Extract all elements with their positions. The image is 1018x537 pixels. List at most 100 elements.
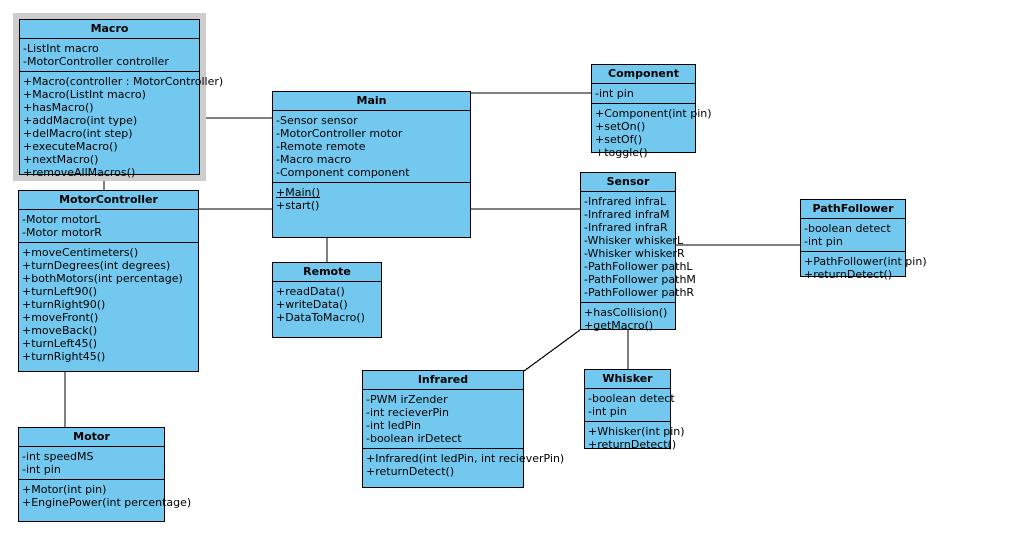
operation-line: +DataToMacro() xyxy=(276,311,365,324)
class-operations-infrared: +Infrared(int ledPin, int recieverPin) +… xyxy=(363,449,565,481)
class-operations-remote: +readData() +writeData() +DataToMacro() xyxy=(273,282,381,327)
class-attributes-sensor: -Infrared infraL -Infrared infraM -Infra… xyxy=(581,192,696,303)
attribute-line: -boolean detect xyxy=(804,222,891,235)
operation-line: +delMacro(int step) xyxy=(23,127,133,140)
attribute-line: -PathFollower pathR xyxy=(584,286,695,299)
operation-line: +getMacro() xyxy=(584,319,654,332)
operation-line: +bothMotors(int percentage) xyxy=(22,272,183,285)
attribute-line: -Macro macro xyxy=(276,153,352,166)
attribute-line: -boolean detect xyxy=(588,392,675,405)
attribute-line: -Sensor sensor xyxy=(276,114,358,127)
attribute-line: -PathFollower pathM xyxy=(584,273,696,286)
operation-line: +hasMacro() xyxy=(23,101,94,114)
attribute-line: -int ledPin xyxy=(366,419,422,432)
class-title-pathfollower: PathFollower xyxy=(801,200,905,219)
class-box-motorcontroller[interactable]: MotorController -Motor motorL -Motor mot… xyxy=(18,190,199,372)
class-box-infrared[interactable]: Infrared -PWM irZender -int recieverPin … xyxy=(362,370,565,488)
attribute-line: -int pin xyxy=(22,463,61,476)
attribute-line: -Remote remote xyxy=(276,140,366,153)
class-title-infrared: Infrared xyxy=(363,371,523,390)
attribute-line: -int pin xyxy=(595,87,634,100)
class-attributes-pathfollower: -boolean detect -int pin xyxy=(801,219,905,252)
operation-line: +moveCentimeters() xyxy=(22,246,139,259)
class-box-main[interactable]: Main -Sensor sensor -MotorController mot… xyxy=(272,91,471,238)
operation-line: +moveFront() xyxy=(22,311,99,324)
operation-line: +turnLeft45() xyxy=(22,337,98,350)
attribute-line: -int pin xyxy=(588,405,627,418)
operation-line: +Macro(ListInt macro) xyxy=(23,88,146,101)
class-title-whisker: Whisker xyxy=(585,370,670,389)
attribute-line: -Motor motorR xyxy=(22,226,102,239)
class-attributes-main: -Sensor sensor -MotorController motor -R… xyxy=(273,111,470,183)
attribute-line: -Infrared infraM xyxy=(584,208,670,221)
operation-line: +returnDetect() xyxy=(366,465,455,478)
class-title-main: Main xyxy=(273,92,470,111)
attribute-line: -Infrared infraR xyxy=(584,221,668,234)
class-title-sensor: Sensor xyxy=(581,173,675,192)
class-operations-component: +Component(int pin) +setOn() +setOf() +t… xyxy=(592,104,712,162)
class-title-component: Component xyxy=(592,65,695,84)
operation-line-static: +Main() xyxy=(276,186,321,199)
operation-line: +nextMacro() xyxy=(23,153,99,166)
operation-line: +returnDetect() xyxy=(588,438,677,451)
class-operations-motorcontroller: +moveCentimeters() +turnDegrees(int degr… xyxy=(19,243,198,366)
class-title-macro: Macro xyxy=(20,20,199,39)
attribute-line: -Motor motorL xyxy=(22,213,101,226)
class-operations-main: +Main() +start() xyxy=(273,183,470,215)
operation-line: +moveBack() xyxy=(22,324,98,337)
operation-line: +Whisker(int pin) xyxy=(588,425,685,438)
class-title-motor: Motor xyxy=(19,428,164,447)
class-box-whisker[interactable]: Whisker -boolean detect -int pin +Whiske… xyxy=(584,369,685,451)
class-box-component[interactable]: Component -int pin +Component(int pin) +… xyxy=(591,64,712,159)
operation-line: +removeAllMacros() xyxy=(23,166,136,179)
class-attributes-component: -int pin xyxy=(592,84,695,104)
class-box-pathfollower[interactable]: PathFollower -boolean detect -int pin +P… xyxy=(800,199,927,281)
operation-line: +readData() xyxy=(276,285,345,298)
operation-line: +turnRight90() xyxy=(22,298,106,311)
attribute-line: -boolean irDetect xyxy=(366,432,462,445)
attribute-line: -Infrared infraL xyxy=(584,195,667,208)
operation-line: +hasCollision() xyxy=(584,306,668,319)
operation-line: +writeData() xyxy=(276,298,348,311)
attribute-line: -int speedMS xyxy=(22,450,94,463)
class-box-motor[interactable]: Motor -int speedMS -int pin +Motor(int p… xyxy=(18,427,192,522)
operation-line: +toggle() xyxy=(595,146,648,159)
class-box-sensor[interactable]: Sensor -Infrared infraL -Infrared infraM… xyxy=(580,172,696,332)
attribute-line: -PathFollower pathL xyxy=(584,260,693,273)
attribute-line: -ListInt macro xyxy=(23,42,99,55)
class-operations-whisker: +Whisker(int pin) +returnDetect() xyxy=(585,422,685,454)
operation-line: +start() xyxy=(276,199,320,212)
operation-line: +setOf() xyxy=(595,133,643,146)
attribute-line: -PWM irZender xyxy=(366,393,448,406)
class-attributes-motor: -int speedMS -int pin xyxy=(19,447,164,480)
operation-line: +Component(int pin) xyxy=(595,107,712,120)
class-operations-macro: +Macro(controller : MotorController) +Ma… xyxy=(20,72,224,182)
attribute-line: -Component component xyxy=(276,166,410,179)
operation-line: +Motor(int pin) xyxy=(22,483,107,496)
edge-sensor-infrared xyxy=(523,329,581,372)
class-attributes-motorcontroller: -Motor motorL -Motor motorR xyxy=(19,210,198,243)
attribute-line: -int pin xyxy=(804,235,843,248)
operation-line: +addMacro(int type) xyxy=(23,114,138,127)
operation-line: +setOn() xyxy=(595,120,646,133)
class-title-remote: Remote xyxy=(273,263,381,282)
class-box-macro[interactable]: Macro -ListInt macro -MotorController co… xyxy=(19,19,223,179)
class-attributes-infrared: -PWM irZender -int recieverPin -int ledP… xyxy=(363,390,523,449)
operation-line: +Infrared(int ledPin, int recieverPin) xyxy=(366,452,565,465)
operation-line: +executeMacro() xyxy=(23,140,118,153)
operation-line: +EnginePower(int percentage) xyxy=(22,496,192,509)
operation-line: +returnDetect() xyxy=(804,268,893,281)
class-title-motorcontroller: MotorController xyxy=(19,191,198,210)
attribute-line: -int recieverPin xyxy=(366,406,449,419)
operation-line: +turnLeft90() xyxy=(22,285,98,298)
class-attributes-whisker: -boolean detect -int pin xyxy=(585,389,675,422)
class-operations-pathfollower: +PathFollower(int pin) +returnDetect() xyxy=(801,252,927,284)
class-operations-motor: +Motor(int pin) +EnginePower(int percent… xyxy=(19,480,192,512)
class-operations-sensor: +hasCollision() +getMacro() xyxy=(581,303,675,335)
operation-line: +PathFollower(int pin) xyxy=(804,255,927,268)
class-box-remote[interactable]: Remote +readData() +writeData() +DataToM… xyxy=(272,262,382,338)
attribute-line: -Whisker whiskerL xyxy=(584,234,684,247)
operation-line: +Macro(controller : MotorController) xyxy=(23,75,224,88)
operation-line: +turnDegrees(int degrees) xyxy=(22,259,171,272)
